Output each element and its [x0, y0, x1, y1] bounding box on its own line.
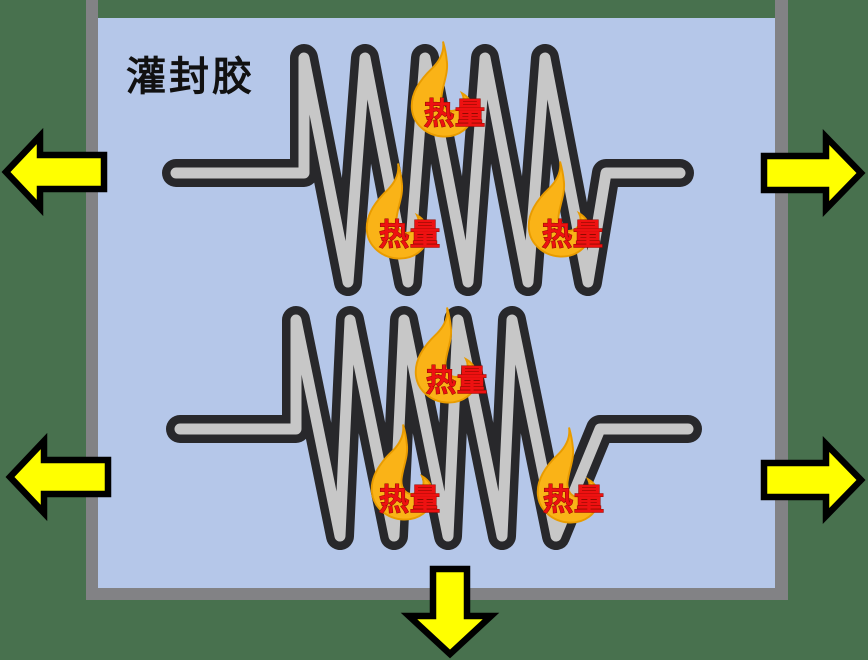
heat-label: 热量 — [542, 219, 604, 252]
heat-label: 热量 — [543, 484, 605, 517]
heat-arrow-bottom — [400, 565, 500, 659]
heat-arrow-right-top — [764, 137, 861, 209]
heat-label: 热量 — [426, 365, 488, 398]
heat-label: 热量 — [379, 484, 441, 517]
potting-compound-label: 灌封胶 — [126, 55, 255, 99]
heat-label: 热量 — [379, 219, 441, 252]
heat-label: 热量 — [424, 98, 486, 131]
heat-arrow-left-bottom — [10, 441, 108, 513]
heat-arrow-right-bottom — [764, 444, 861, 516]
heat-arrow-left-top — [6, 136, 104, 208]
heat-arrows — [6, 136, 861, 659]
heat-labels: 热量 热量 热量 热量 热量 热量 — [379, 98, 605, 518]
